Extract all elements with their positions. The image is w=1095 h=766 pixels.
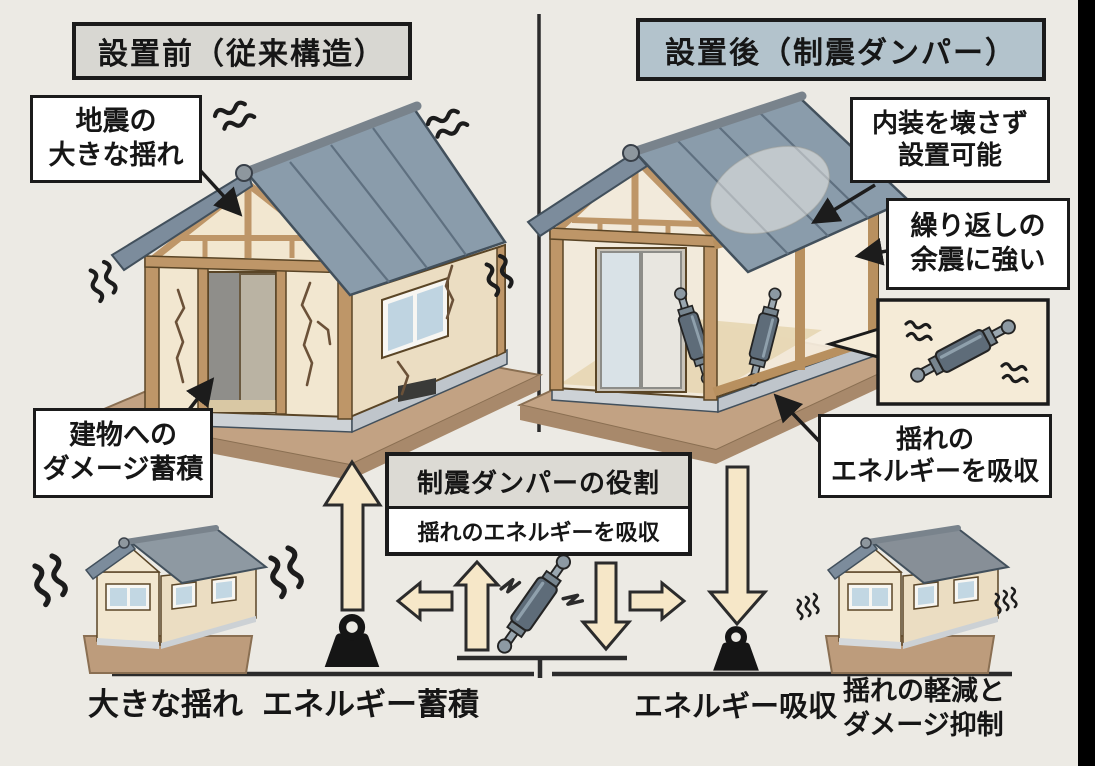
small-house-stable: [797, 525, 1018, 674]
right-arrow-icon: [628, 579, 687, 623]
damper-role-title: 制震ダンパーの役割: [389, 456, 688, 509]
house-before-illustration: [86, 101, 544, 480]
up-arrow-icon: [452, 559, 502, 652]
caption-energy-stored: エネルギー蓄積: [262, 687, 479, 723]
title-before-text: 設置前（従来構造）: [98, 37, 386, 72]
label-energy-absorb: 揺れの エネルギーを吸収: [818, 414, 1052, 498]
label-install-no-demolition: 内装を壊さず 設置可能: [850, 97, 1050, 183]
down-arrow-icon: [706, 465, 769, 627]
label-energy-absorb-text: 揺れの エネルギーを吸収: [830, 424, 1039, 488]
wall-crack-lines: [174, 264, 455, 396]
damper-role-box: 制震ダンパーの役割 揺れのエネルギーを吸収: [385, 452, 692, 556]
label-building-damage-text: 建物への ダメージ蓄積: [42, 420, 204, 485]
label-aftershock-resistant-text: 繰り返しの 余震に強い: [910, 211, 1046, 276]
damper-icon: [489, 548, 579, 660]
title-before: 設置前（従来構造）: [72, 22, 412, 80]
label-earthquake-shake-text: 地震の 大きな揺れ: [48, 106, 184, 171]
caption-energy-absorbed: エネルギー吸収: [634, 689, 838, 723]
label-install-no-demolition-text: 内装を壊さず 設置可能: [871, 108, 1028, 172]
title-after: 設置後（制震ダンパー）: [636, 18, 1046, 81]
energy-flow-diagram: [322, 459, 769, 678]
damper-callout: [824, 298, 1050, 406]
weight-icon: [713, 629, 759, 670]
house-after-illustration: [516, 91, 911, 464]
right-black-bar: [1078, 0, 1095, 766]
down-arrow-icon: [579, 561, 633, 652]
caption-shake-reduced: 揺れの軽減と ダメージ抑制: [843, 676, 1005, 741]
label-earthquake-shake: 地震の 大きな揺れ: [30, 95, 202, 183]
small-house-shaking: [31, 525, 303, 674]
damper-role-desc: 揺れのエネルギーを吸収: [389, 509, 688, 552]
label-building-damage: 建物への ダメージ蓄積: [33, 408, 213, 498]
label-aftershock-resistant: 繰り返しの 余震に強い: [886, 198, 1070, 290]
title-after-text: 設置後（制震ダンパー）: [665, 35, 1017, 71]
left-arrow-icon: [395, 579, 454, 623]
weight-icon: [325, 618, 380, 667]
caption-large-shake: 大きな揺れ: [88, 687, 243, 723]
up-arrow-icon: [322, 459, 383, 612]
